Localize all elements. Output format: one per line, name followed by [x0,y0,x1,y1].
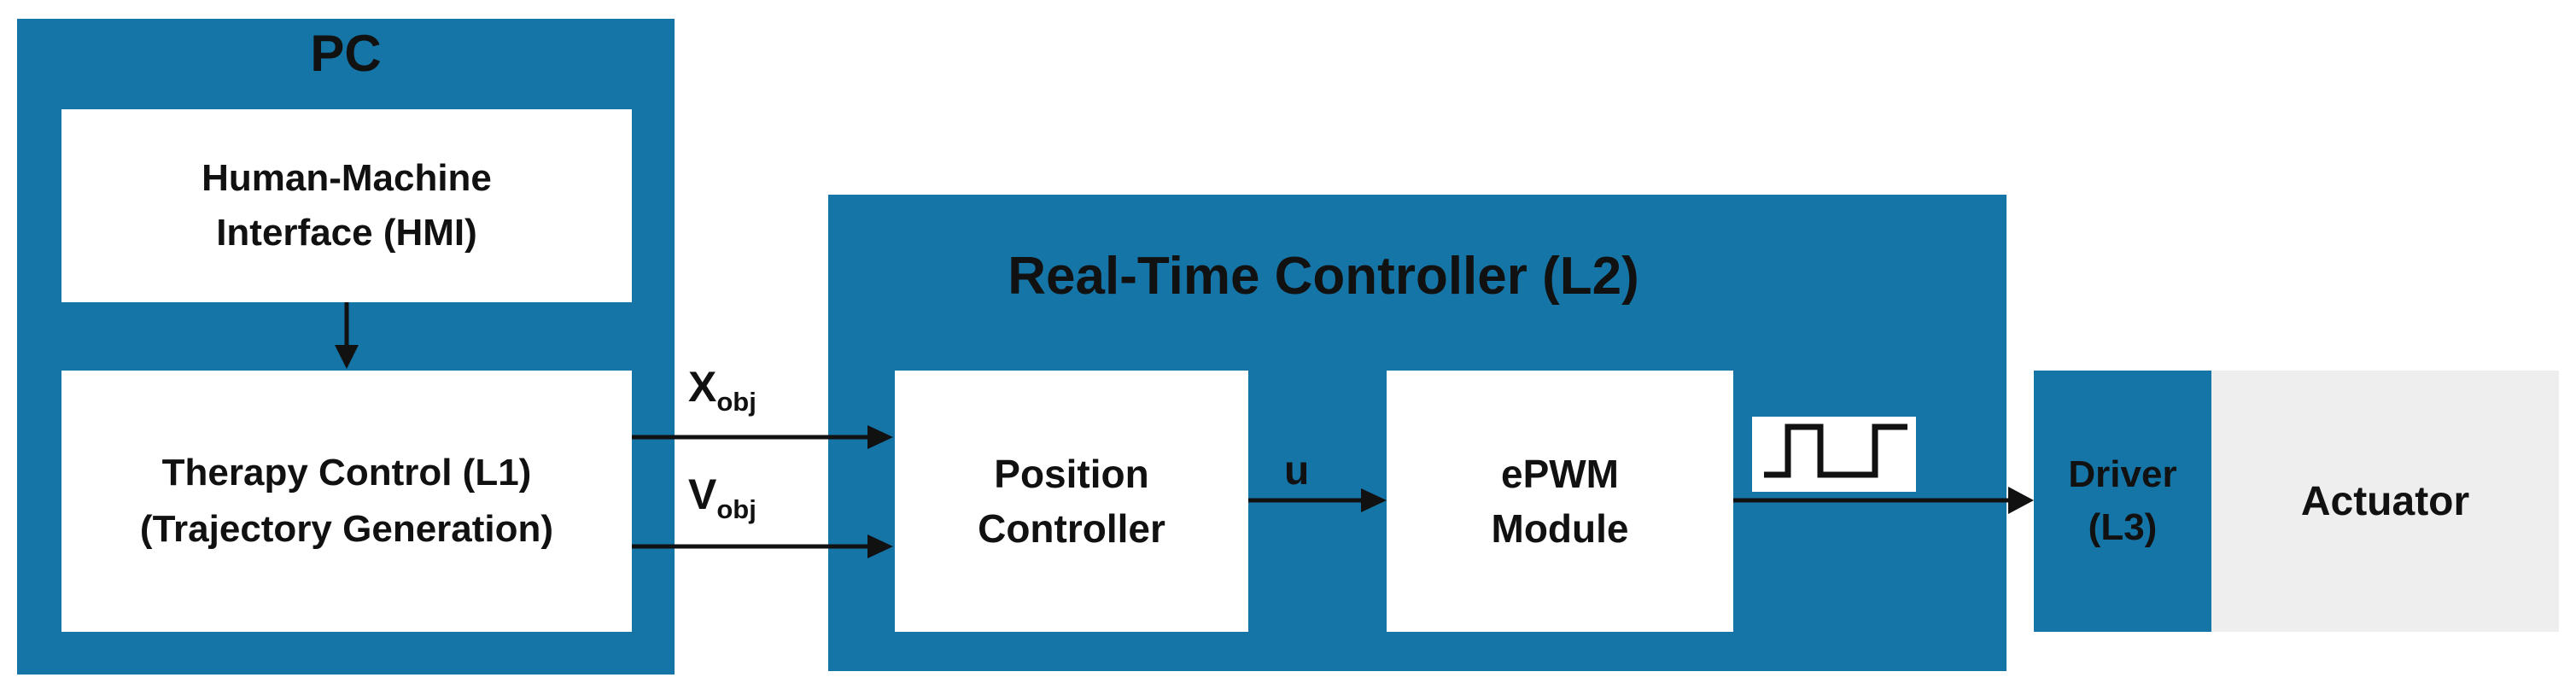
arrow-x-obj [632,425,893,449]
pwm-square-wave-icon [1752,417,1916,492]
driver-block: Driver (L3) [2034,371,2211,632]
driver-label-line1: Driver [2068,453,2177,496]
actuator-label: Actuator [2300,478,2470,524]
epwm-label-line2: Module [1491,506,1629,551]
x-obj-label: Xobj [688,362,756,418]
epwm-module-block: ePWM Module [1387,371,1733,632]
x-obj-main: X [688,363,717,411]
actuator-block: Actuator [2211,371,2559,632]
pc-title: PC [310,25,382,82]
arrow-pwm-to-driver [1733,487,2034,514]
hmi-label-line2: Interface (HMI) [216,212,477,254]
therapy-label-line1: Therapy Control (L1) [161,452,532,494]
epwm-label-line1: ePWM [1501,451,1619,496]
therapy-label-line2: (Trajectory Generation) [139,508,554,550]
arrow-v-obj [632,534,893,558]
position-label-line1: Position [994,451,1149,496]
position-label-line2: Controller [978,506,1165,551]
u-label: u [1284,448,1310,494]
v-obj-main: V [688,470,717,518]
hmi-block: Human-Machine Interface (HMI) [61,109,632,302]
position-controller-block: Position Controller [895,371,1248,632]
rtc-title: Real-Time Controller (L2) [1008,247,1639,306]
v-obj-label: Vobj [688,470,756,525]
arrow-u [1248,488,1387,512]
hmi-label-line1: Human-Machine [202,157,492,200]
therapy-control-block: Therapy Control (L1) (Trajectory Generat… [61,371,632,632]
driver-label-line2: (L3) [2088,506,2158,548]
v-obj-sub: obj [716,494,756,524]
x-obj-sub: obj [716,386,756,417]
arrow-hmi-to-therapy [335,302,359,369]
